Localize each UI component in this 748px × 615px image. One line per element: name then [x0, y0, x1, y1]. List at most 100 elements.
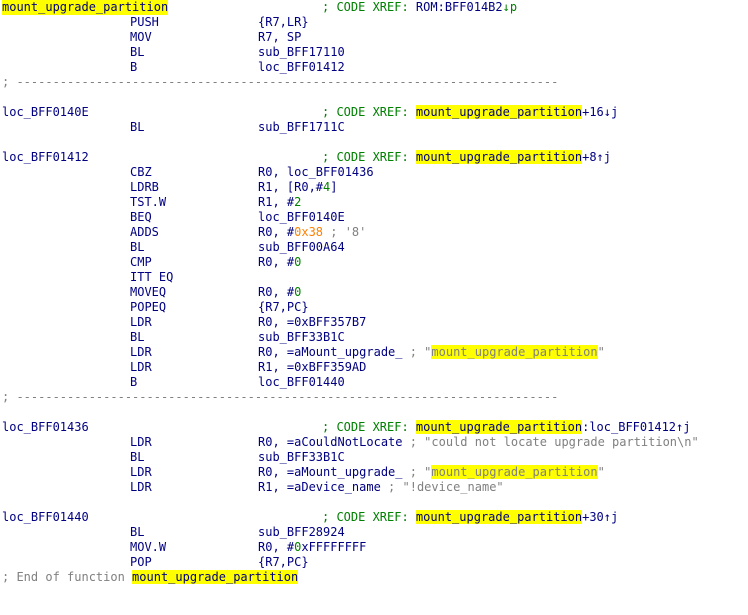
hex-immediate: 0x38 — [294, 225, 324, 239]
code-label[interactable]: loc_BFF01440 — [2, 510, 89, 524]
operand-text: sub_BFF33B1C — [258, 450, 345, 464]
operand[interactable]: R0, =aMount_upgrade_ ; "mount_upgrade_pa… — [258, 345, 605, 360]
operand[interactable]: sub_BFF17110 — [258, 45, 345, 60]
function-name[interactable]: mount_upgrade_partition — [2, 0, 169, 15]
operand[interactable]: R1, =0xBFF359AD — [258, 360, 366, 375]
mnemonic: CMP — [130, 255, 152, 269]
xref-comment: ; CODE XREF: mount_upgrade_partition+30↑… — [322, 510, 618, 525]
xref-prefix: ; CODE XREF: — [322, 105, 416, 119]
xref-target[interactable]: mount_upgrade_partition — [415, 420, 583, 434]
xref-comment: ; CODE XREF: mount_upgrade_partition:loc… — [322, 420, 690, 435]
operand[interactable]: {R7,PC} — [258, 555, 309, 570]
instruction-line: LDRB R1, [R0,#4] — [0, 180, 748, 195]
operand[interactable]: R1, [R0,#4] — [258, 180, 338, 195]
disassembly-listing: mount_upgrade_partition ; CODE XREF: ROM… — [0, 0, 748, 585]
xref-target[interactable]: mount_upgrade_partition — [415, 105, 583, 119]
immediate-value: 4 — [323, 180, 331, 194]
char-comment: ; '8' — [323, 225, 367, 239]
operand-text: {R7,LR} — [258, 15, 309, 29]
operand[interactable]: R0, =0xBFF357B7 — [258, 315, 366, 330]
blank-line — [0, 90, 748, 105]
xref-prefix: ; CODE XREF: — [322, 510, 416, 524]
xref-target[interactable]: ROM:BFF014B2 — [415, 0, 503, 14]
mnemonic: LDR — [130, 465, 152, 479]
mnemonic: TST.W — [130, 195, 167, 209]
string-highlight: mount_upgrade_partition — [431, 345, 598, 359]
instruction-line: MOVEQ R0, #0 — [0, 285, 748, 300]
operand[interactable]: sub_BFF33B1C — [258, 330, 345, 345]
operand[interactable]: {R7,LR} — [258, 15, 309, 30]
xref-target[interactable]: mount_upgrade_partition — [415, 150, 583, 164]
mnemonic: ADDS — [130, 225, 159, 239]
code-label[interactable]: loc_BFF01412 — [2, 150, 89, 164]
string-highlight: mount_upgrade_partition — [431, 465, 598, 479]
operand[interactable]: R7, SP — [258, 30, 301, 45]
blank-line — [0, 135, 748, 150]
operand[interactable]: sub_BFF28924 — [258, 525, 345, 540]
operand[interactable]: R0, #0 — [258, 255, 301, 270]
mnemonic: LDR — [130, 435, 152, 449]
operand[interactable]: R0, #0 — [258, 285, 301, 300]
operand[interactable]: R0, =aMount_upgrade_ ; "mount_upgrade_pa… — [258, 465, 605, 480]
xref-offset: +16↓j — [582, 105, 619, 119]
immediate-value: 0 — [294, 540, 302, 554]
mnemonic: MOV.W — [130, 540, 167, 554]
operand[interactable]: sub_BFF00A64 — [258, 240, 345, 255]
operand-text: sub_BFF17110 — [258, 45, 345, 59]
operand[interactable]: R0, #0xFFFFFFFF — [258, 540, 366, 555]
operand-text: R0, loc_BFF01436 — [258, 165, 374, 179]
code-label[interactable]: loc_BFF0140E — [2, 105, 89, 119]
xref-comment: ; CODE XREF: mount_upgrade_partition+8↑j — [322, 150, 611, 165]
string-comment: ; " — [402, 345, 432, 359]
code-label-line: loc_BFF01440 ; CODE XREF: mount_upgrade_… — [0, 510, 748, 525]
instruction-line: PUSH{R7,LR} — [0, 15, 748, 30]
operand[interactable]: loc_BFF01440 — [258, 375, 345, 390]
instruction-line: ITT EQ — [0, 270, 748, 285]
operand[interactable]: {R7,PC} — [258, 300, 309, 315]
operand[interactable]: R1, =aDevice_name ; "!device_name" — [258, 480, 504, 495]
operand-prefix: R0, # — [258, 225, 295, 239]
operand[interactable]: sub_BFF33B1C — [258, 450, 345, 465]
operand-text: R1, =0xBFF359AD — [258, 360, 367, 374]
operand-text: sub_BFF28924 — [258, 525, 345, 539]
end-prefix: ; End of function — [2, 570, 133, 584]
instruction-line: ADDS R0, #0x38 ; '8' — [0, 225, 748, 240]
operand-text: R0, =aCouldNotLocate — [258, 435, 403, 449]
operand[interactable]: R0, #0x38 ; '8' — [258, 225, 366, 240]
code-label[interactable]: loc_BFF01436 — [2, 420, 89, 434]
xref-prefix: ; CODE XREF: — [322, 150, 416, 164]
mnemonic: BL — [130, 45, 145, 59]
operand[interactable]: R0, =aCouldNotLocate ; "could not locate… — [258, 435, 699, 450]
end-function-name[interactable]: mount_upgrade_partition — [132, 570, 299, 584]
end-comment: ; End of function mount_upgrade_partitio… — [2, 570, 299, 585]
operand[interactable]: R0, loc_BFF01436 — [258, 165, 374, 180]
code-label-line: loc_BFF0140E ; CODE XREF: mount_upgrade_… — [0, 105, 748, 120]
mnemonic: LDRB — [130, 180, 159, 194]
xref-prefix: ; CODE XREF: — [322, 0, 416, 14]
operand[interactable]: loc_BFF01412 — [258, 60, 345, 75]
mnemonic: ITT EQ — [130, 270, 174, 284]
operand[interactable]: R1, #2 — [258, 195, 301, 210]
mnemonic: MOVEQ — [130, 285, 167, 299]
mnemonic: B — [130, 375, 138, 389]
operand[interactable]: sub_BFF1711C — [258, 120, 345, 134]
xref-target[interactable]: mount_upgrade_partition — [415, 510, 583, 524]
operand-text: {R7,PC} — [258, 555, 309, 569]
instruction-line: BL sub_BFF1711C — [0, 120, 748, 135]
instruction-line: POPEQ{R7,PC} — [0, 300, 748, 315]
string-comment: ; "could not locate upgrade partition\n" — [402, 435, 699, 449]
operand-text: {R7,PC} — [258, 300, 309, 314]
xref-direction: ↓p — [502, 0, 518, 14]
operand-text: R7, SP — [258, 30, 302, 44]
mnemonic: BL — [130, 330, 145, 344]
operand[interactable]: loc_BFF0140E — [258, 210, 345, 225]
immediate-value: 0 — [294, 255, 302, 269]
immediate-value: 2 — [294, 195, 302, 209]
instruction-line: POP{R7,PC} — [0, 555, 748, 570]
code-label-line: loc_BFF01412 ; CODE XREF: mount_upgrade_… — [0, 150, 748, 165]
